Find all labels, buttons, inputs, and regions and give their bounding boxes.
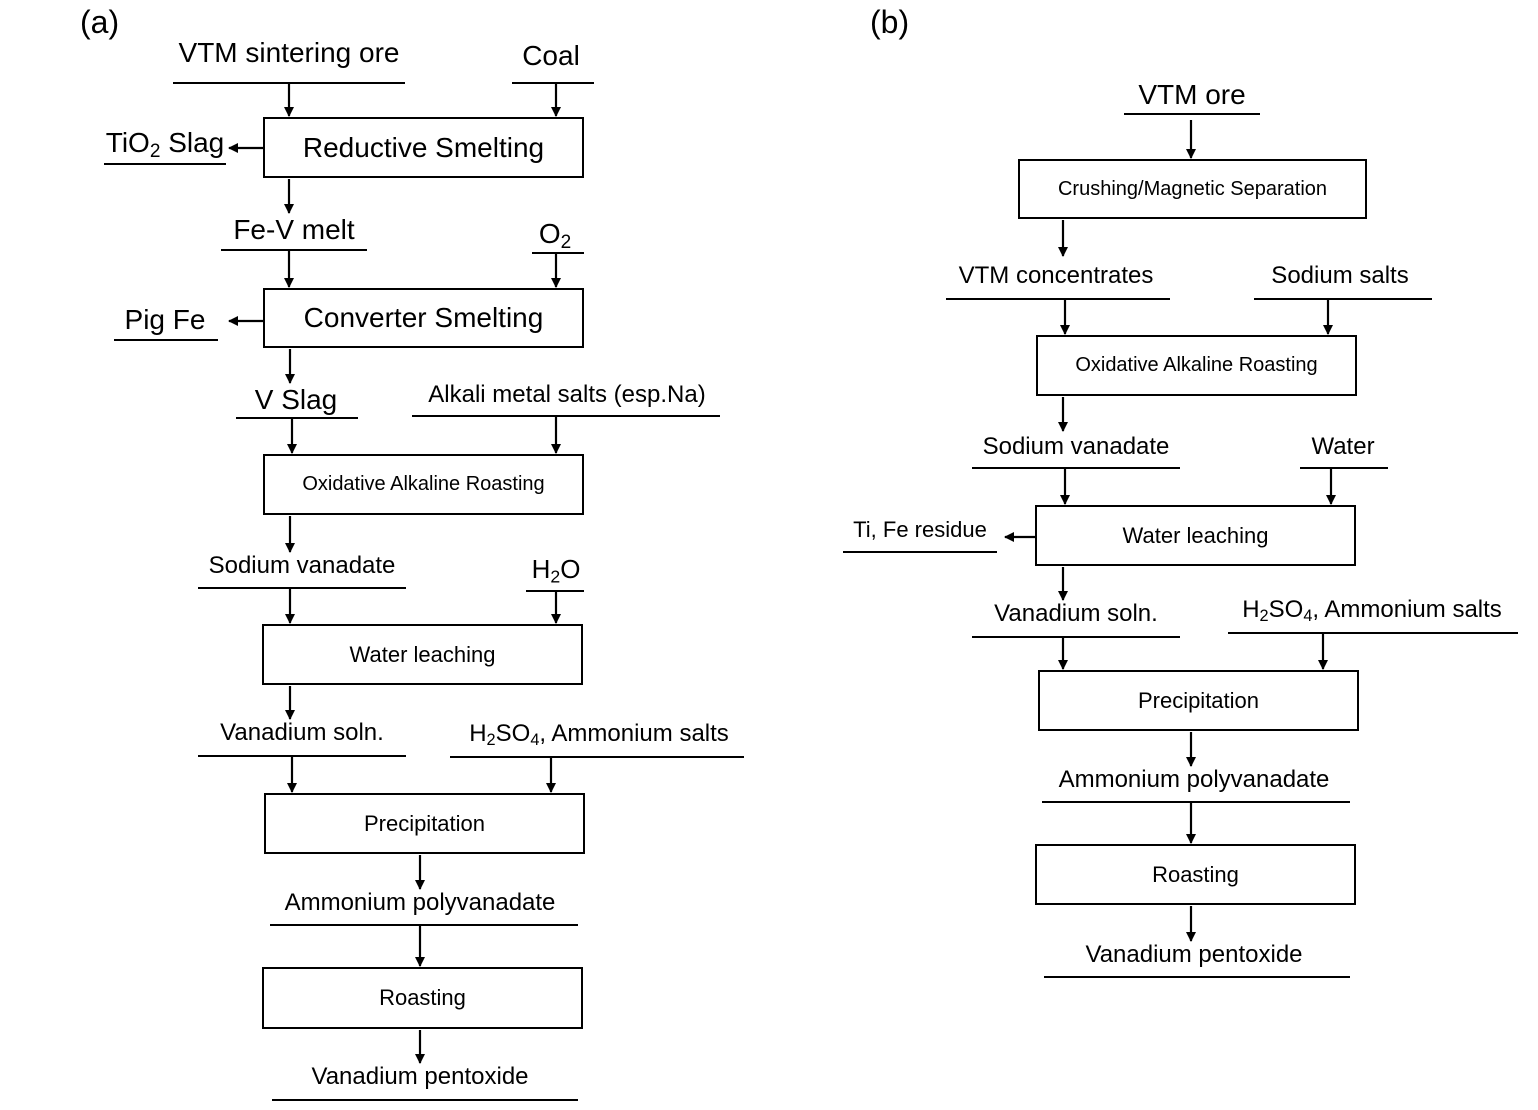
b-underline-ammonium-polyvanadate (1042, 801, 1350, 803)
b-input-sodium-salts: Sodium salts (1271, 262, 1409, 289)
panel-b-label: (b) (870, 4, 910, 40)
b-underline-h2so4-ammonium (1228, 632, 1518, 634)
a-input-coal: Coal (522, 40, 580, 71)
b-output-ti-fe-residue: Ti, Fe residue (853, 517, 987, 542)
b-input-vanadium-soln: Vanadium soln. (994, 600, 1158, 627)
a-product-vanadium-pentoxide: Vanadium pentoxide (311, 1063, 529, 1090)
a-underline-pig-fe (114, 339, 218, 341)
a-underline-tio2-slag (104, 163, 226, 165)
b-underline-sodium-salts (1254, 298, 1432, 300)
a-output-pig-fe: Pig Fe (124, 304, 206, 335)
a-input-h2o: H2O (531, 554, 581, 587)
a-underline-coal (512, 82, 594, 84)
a-underline-vanadium-pentoxide (272, 1099, 578, 1101)
a-step-oxidative-roasting: Oxidative Alkaline Roasting (263, 454, 584, 515)
b-underline-vanadium-pentoxide (1044, 976, 1350, 978)
a-underline-h2so4-ammonium (450, 756, 744, 758)
a-input-alkali-salts: Alkali metal salts (esp.Na) (428, 381, 706, 408)
a-underline-sodium-vanadate (198, 587, 406, 589)
b-underline-vtm-concentrates (946, 298, 1170, 300)
b-step-oxidative-roasting: Oxidative Alkaline Roasting (1036, 335, 1357, 396)
b-step-crushing: Crushing/Magnetic Separation (1018, 159, 1367, 219)
a-input-v-slag: V Slag (254, 384, 338, 415)
b-underline-vtm-ore (1124, 113, 1260, 115)
b-input-water: Water (1311, 433, 1375, 460)
a-underline-ammonium-polyvanadate (270, 924, 578, 926)
a-underline-alkali-salts (412, 415, 720, 417)
b-underline-water (1300, 467, 1388, 469)
b-input-vtm-ore: VTM ore (1138, 79, 1246, 110)
b-input-h2so4-ammonium: H2SO4, Ammonium salts (1242, 596, 1502, 626)
a-input-o2: O2 (538, 218, 572, 253)
b-underline-ti-fe-residue (843, 551, 997, 553)
a-product-ammonium-polyvanadate: Ammonium polyvanadate (284, 889, 556, 916)
a-step-converter-smelting: Converter Smelting (263, 288, 584, 348)
a-step-water-leaching: Water leaching (262, 624, 583, 685)
a-underline-v-slag (236, 417, 358, 419)
a-input-fe-v-melt: Fe-V melt (233, 214, 355, 245)
a-step-precipitation: Precipitation (264, 793, 585, 854)
panel-a-label: (a) (80, 4, 120, 40)
b-underline-sodium-vanadate (972, 467, 1180, 469)
b-underline-vanadium-soln (972, 636, 1180, 638)
b-input-vtm-concentrates: VTM concentrates (958, 262, 1154, 289)
a-underline-o2 (532, 252, 584, 254)
a-step-roasting: Roasting (262, 967, 583, 1029)
a-input-vtm-sintering-ore: VTM sintering ore (178, 37, 400, 68)
a-input-h2so4-ammonium: H2SO4, Ammonium salts (469, 720, 729, 750)
b-product-vanadium-pentoxide: Vanadium pentoxide (1085, 941, 1303, 968)
b-step-roasting: Roasting (1035, 844, 1356, 905)
a-output-tio2-slag: TiO2 Slag (105, 127, 225, 162)
a-step-reductive-smelting: Reductive Smelting (263, 117, 584, 178)
a-underline-fe-v-melt (221, 249, 367, 251)
b-input-sodium-vanadate: Sodium vanadate (982, 433, 1170, 460)
a-input-sodium-vanadate: Sodium vanadate (208, 552, 396, 579)
b-step-water-leaching: Water leaching (1035, 505, 1356, 566)
a-input-vanadium-soln: Vanadium soln. (220, 719, 384, 746)
a-underline-vanadium-soln (198, 755, 406, 757)
b-product-ammonium-polyvanadate: Ammonium polyvanadate (1058, 766, 1330, 793)
b-step-precipitation: Precipitation (1038, 670, 1359, 731)
